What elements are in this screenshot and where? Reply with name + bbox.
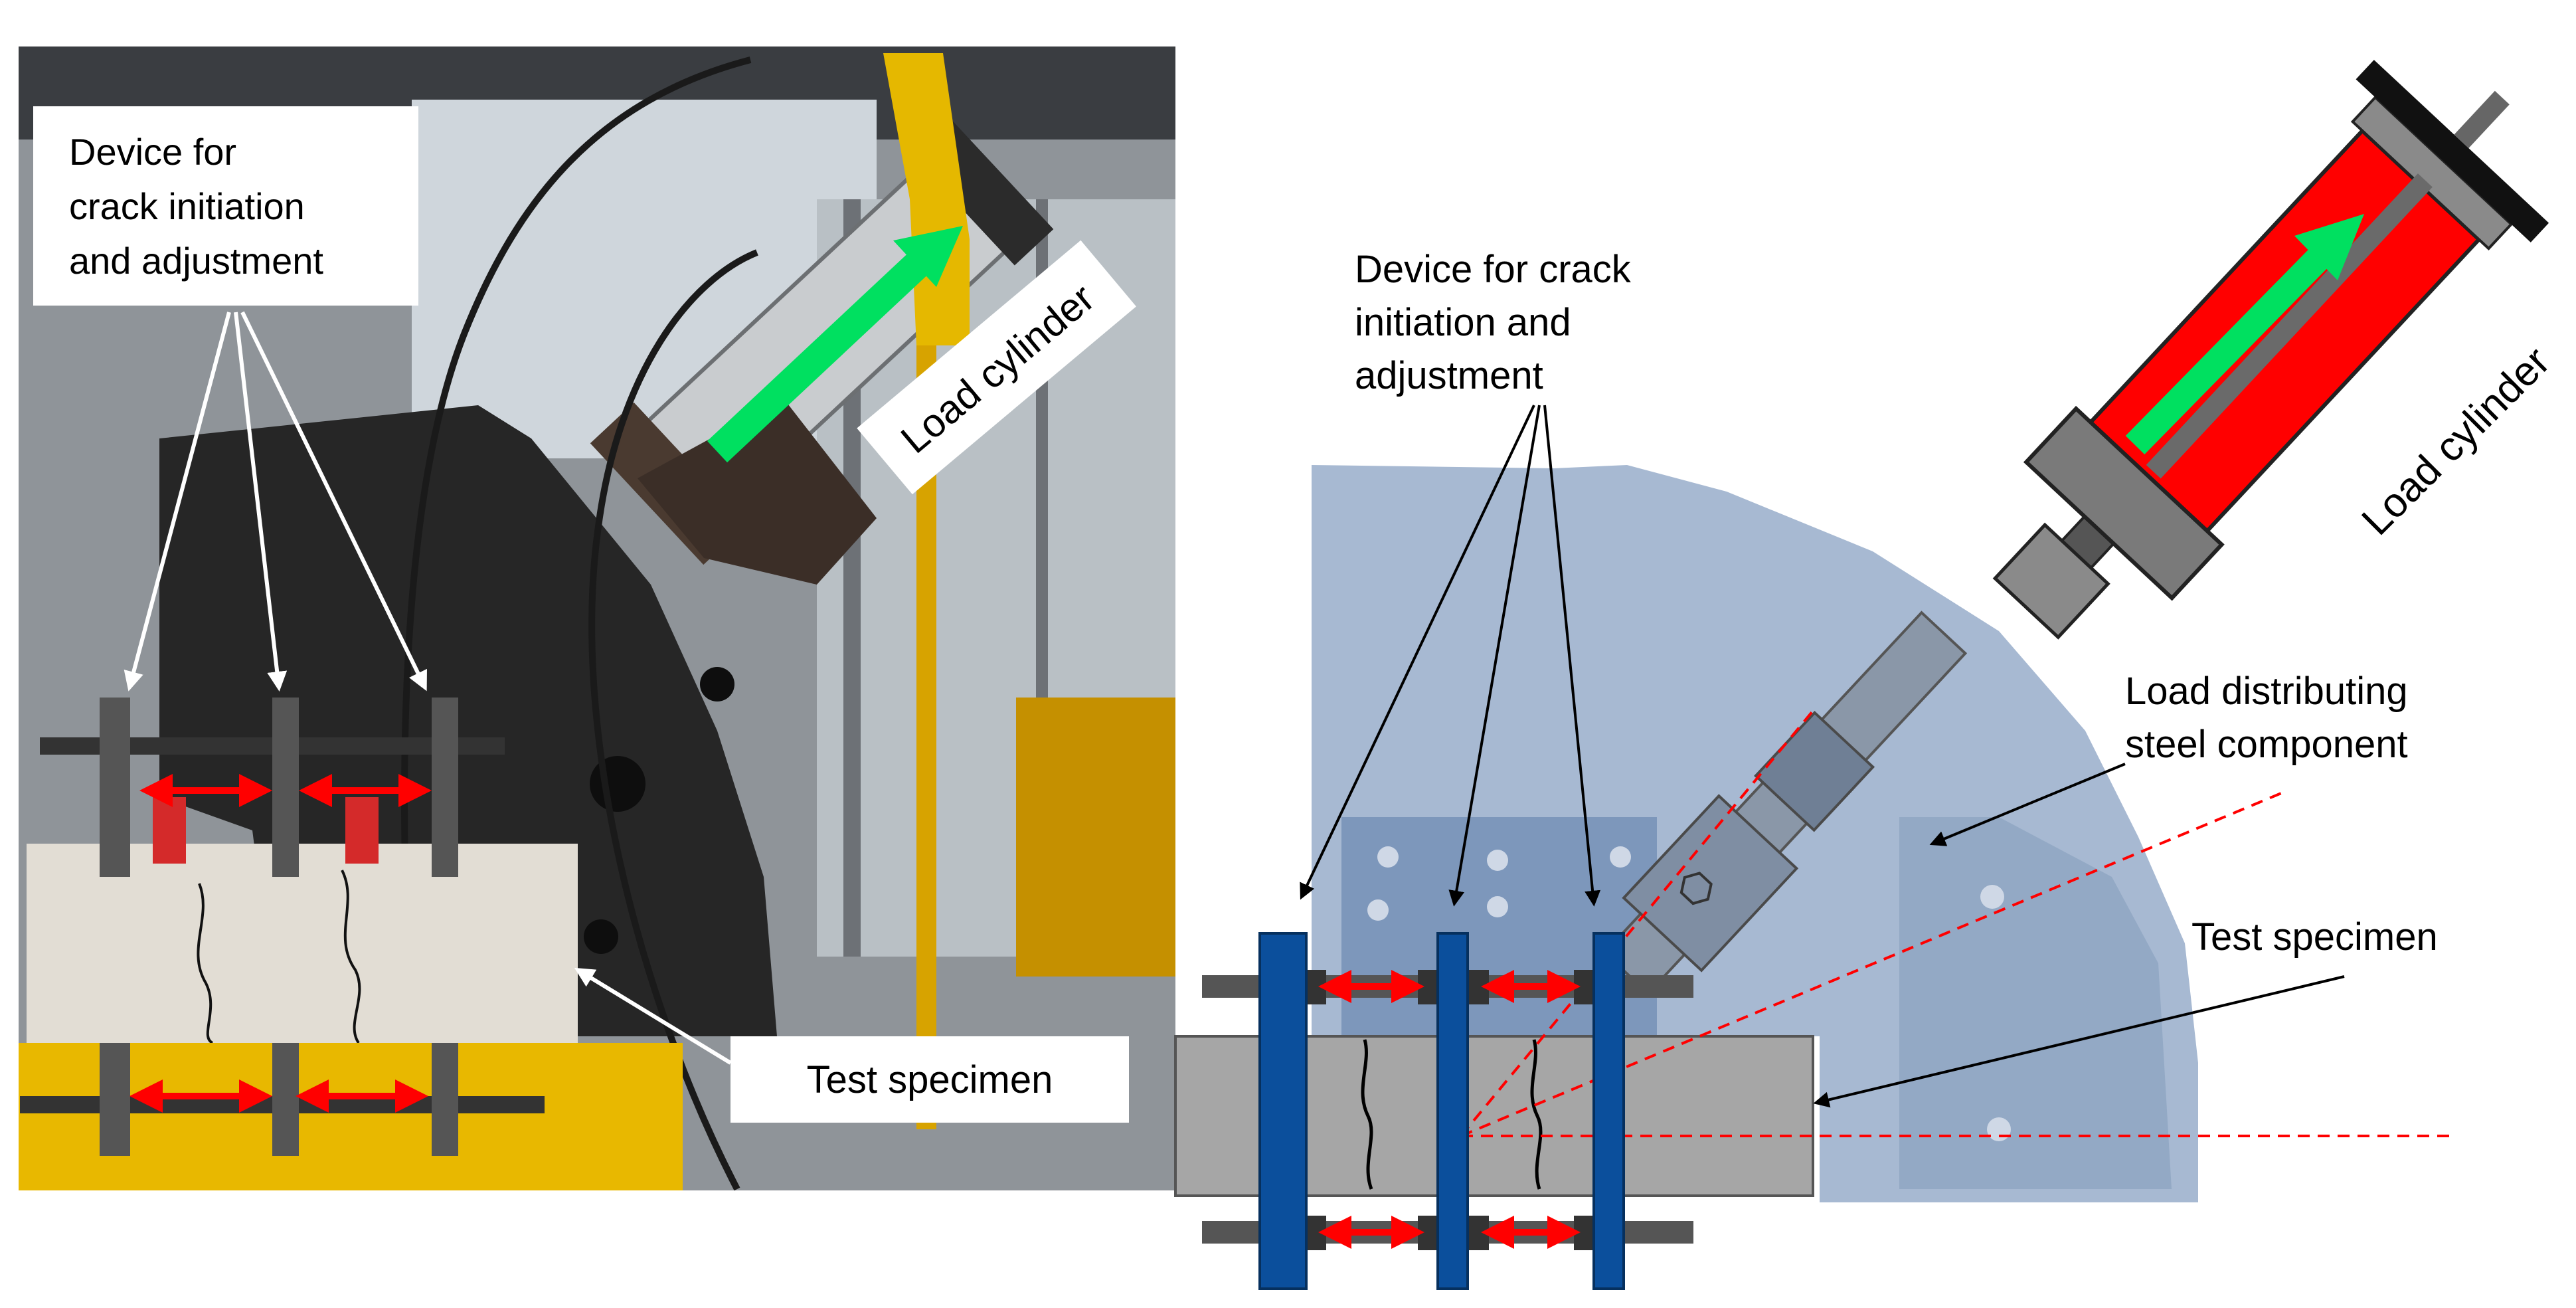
schematic-load-distributing-arrow xyxy=(1929,763,2126,846)
photo-crack-2 xyxy=(341,870,361,1044)
photo-load-cylinder-box xyxy=(857,240,1136,495)
photo-test-specimen-arrow xyxy=(574,967,732,1065)
photo-panel: Device for crack initiation and adjustme… xyxy=(19,47,1175,1191)
schematic-device-arrow-2 xyxy=(1448,405,1541,907)
photo-device-label-line2: crack initiation xyxy=(69,185,305,227)
nut-5 xyxy=(1305,1216,1326,1250)
schematic-device-label-line2: initiation and xyxy=(1355,301,1571,344)
photo-device-arrow-1 xyxy=(124,312,231,692)
photo-device-arrow-3 xyxy=(240,311,427,692)
cylinder-rod-end xyxy=(2454,90,2510,149)
nut-8 xyxy=(1574,1216,1595,1250)
nut-6 xyxy=(1418,1216,1439,1250)
dashed-line-3 xyxy=(1460,709,1814,1137)
frame-hole-2 xyxy=(700,667,734,701)
photo-plate-1b xyxy=(100,1043,130,1156)
nut-3 xyxy=(1468,970,1489,1004)
yellow-strap xyxy=(883,53,970,345)
red-actuator-2 xyxy=(345,797,379,864)
schematic-green-arrow-head xyxy=(2294,214,2364,280)
schematic-test-specimen-label: Test specimen xyxy=(2191,915,2438,959)
schematic-crack-2 xyxy=(1530,1039,1543,1190)
hose-black-2 xyxy=(588,249,758,1191)
photo-green-arrow-shaft xyxy=(707,248,934,463)
yellow-crate xyxy=(1016,698,1175,977)
schematic-cylinder xyxy=(1992,60,2549,640)
photo-device-label-line3: and adjustment xyxy=(69,240,323,282)
schematic-device-arrow-1 xyxy=(1300,405,1535,900)
nut-4 xyxy=(1574,970,1595,1004)
block-hole-4 xyxy=(1487,896,1508,917)
photo-device-label-line1: Device for xyxy=(69,131,236,173)
schematic-green-arrow-shaft xyxy=(2125,249,2328,455)
block-hole-1 xyxy=(1377,846,1399,868)
schematic-panel: Device for crack initiation and adjustme… xyxy=(1174,60,2559,1290)
component-inner xyxy=(1899,817,2172,1189)
nut-1 xyxy=(1305,970,1326,1004)
component-hole-2 xyxy=(1987,1117,2011,1141)
block-hole-3 xyxy=(1367,899,1389,921)
block-hole-2 xyxy=(1487,850,1508,871)
frame-hole xyxy=(590,756,645,812)
photo-test-specimen-box xyxy=(730,1036,1129,1123)
cylinder-flange xyxy=(2023,405,2225,601)
cylinder-coupling xyxy=(1992,522,2110,640)
blue-plate-1 xyxy=(1258,932,1308,1290)
head-plate xyxy=(638,399,877,585)
schematic-device-label-line3: adjustment xyxy=(1355,354,1543,397)
blue-plate-2 xyxy=(1436,932,1469,1290)
photo-device-label-box xyxy=(33,106,418,306)
photo-plate-1 xyxy=(100,698,130,877)
cylinder-end-plate xyxy=(2356,60,2549,242)
frame-hole-3 xyxy=(584,919,618,954)
photo-crack-1 xyxy=(197,883,214,1044)
nut-7 xyxy=(1468,1216,1489,1250)
nut-2 xyxy=(1418,970,1439,1004)
schematic-load-cylinder-label: Load cylinder xyxy=(2353,338,2559,544)
photo-plate-2b xyxy=(272,1043,299,1156)
cylinder-rod xyxy=(2146,173,2433,479)
photo-green-arrow-head xyxy=(893,226,963,287)
piston-assembly xyxy=(1602,610,1968,996)
block-hole-5 xyxy=(1610,846,1631,868)
schematic-device-label-line1: Device for crack xyxy=(1355,248,1632,291)
schematic-test-specimen-arrow xyxy=(1813,975,2345,1108)
blue-plate-3 xyxy=(1592,932,1625,1290)
photo-device-arrow-2 xyxy=(234,312,288,692)
schematic-load-distributing-line2: steel component xyxy=(2125,723,2408,766)
schematic-crack-1 xyxy=(1361,1039,1373,1190)
photo-plate-2 xyxy=(272,698,299,877)
photo-test-specimen-label: Test specimen xyxy=(807,1058,1053,1101)
red-actuator-1 xyxy=(153,797,186,864)
component-hole-1 xyxy=(1980,885,2004,909)
photo-plate-3 xyxy=(432,698,458,877)
schematic-load-distributing-line1: Load distributing xyxy=(2125,670,2408,713)
schematic-device-arrow-3 xyxy=(1543,405,1601,907)
photo-plate-3b xyxy=(432,1043,458,1156)
